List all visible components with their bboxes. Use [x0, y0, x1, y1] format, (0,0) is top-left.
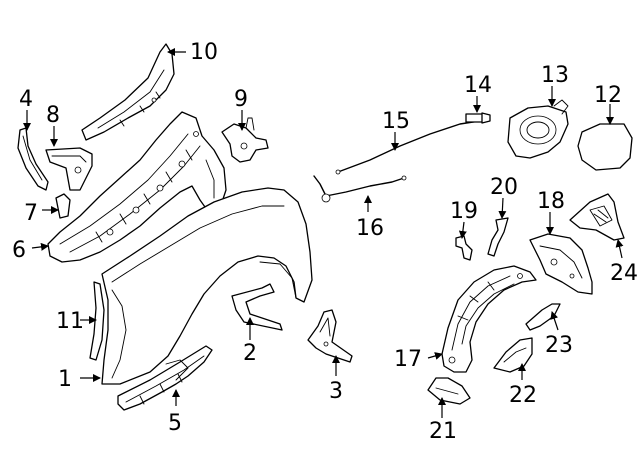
part-7-clip	[55, 193, 71, 219]
callout-2: 2	[243, 341, 257, 366]
callout-5: 5	[168, 411, 182, 436]
callout-8: 8	[46, 103, 60, 128]
part-2-bracket	[231, 283, 283, 331]
callout-17: 17	[394, 347, 422, 372]
part-8-bracket	[45, 147, 93, 191]
part-1-fender	[101, 187, 313, 385]
callout-15: 15	[382, 109, 410, 134]
callout-3: 3	[329, 379, 343, 404]
part-20-bracket	[487, 217, 509, 257]
callout-12: 12	[594, 83, 622, 108]
callout-6: 6	[12, 238, 26, 263]
part-18-splash-shield	[529, 233, 593, 295]
part-5-lower-bracket	[117, 345, 213, 411]
part-21-bracket	[427, 377, 471, 405]
callout-9: 9	[234, 87, 248, 112]
part-16-cable	[313, 175, 407, 203]
part-15-cable	[335, 119, 487, 175]
callout-13: 13	[541, 63, 569, 88]
part-6-apron-reinforcement	[47, 111, 227, 263]
part-23-bracket	[525, 303, 561, 331]
callout-1: 1	[58, 367, 72, 392]
part-11-moulding	[89, 281, 105, 361]
callout-4: 4	[19, 87, 33, 112]
callout-20: 20	[490, 175, 518, 200]
part-17-wheelhouse-liner	[441, 265, 537, 373]
part-4-bracket	[17, 127, 49, 191]
callout-23: 23	[545, 333, 573, 358]
callout-22: 22	[509, 383, 537, 408]
part-13-fuel-door-housing	[507, 99, 569, 159]
part-24-bracket	[569, 193, 625, 241]
part-14-bolt	[465, 112, 491, 124]
part-10-cowl-panel	[81, 43, 175, 141]
part-3-bracket	[307, 309, 353, 363]
part-22-liner-piece	[493, 337, 533, 373]
callout-19: 19	[450, 199, 478, 224]
leader-lines	[23, 48, 624, 418]
callout-18: 18	[537, 189, 565, 214]
part-19-bracket	[455, 235, 473, 261]
callout-24: 24	[610, 261, 638, 286]
part-12-fuel-door	[577, 123, 633, 171]
callout-labels: 1 2 3 4 5 6 7 8 9 10 11 12 13 14 15 16 1…	[12, 40, 638, 444]
callout-10: 10	[190, 40, 218, 65]
callout-16: 16	[356, 216, 384, 241]
callout-7: 7	[24, 201, 38, 226]
part-9-bracket	[221, 117, 269, 163]
callout-14: 14	[464, 73, 492, 98]
callout-21: 21	[429, 419, 457, 444]
callout-11: 11	[56, 309, 84, 334]
